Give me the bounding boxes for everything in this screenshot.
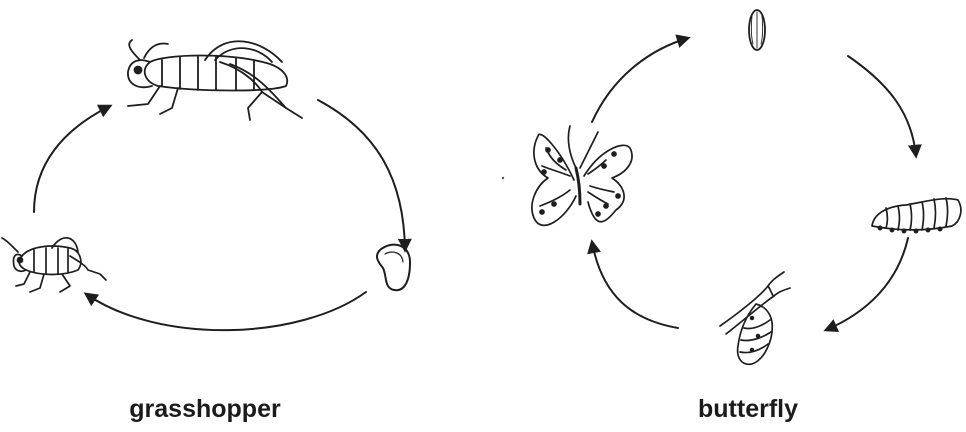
caterpillar-icon [872, 198, 961, 233]
cycle-arrow [34, 106, 110, 212]
egg-icon [749, 10, 765, 50]
cycle-arrow [592, 38, 688, 122]
speck [502, 177, 504, 179]
butterfly-caption: butterfly [680, 394, 816, 424]
cycle-arrow [592, 242, 678, 328]
cycle-arrow [848, 56, 916, 156]
butterfly-cycle [502, 10, 961, 364]
grasshopper-cycle [2, 40, 410, 330]
adult-grasshopper-icon [128, 40, 302, 120]
cycle-arrow [826, 238, 908, 330]
pupa-icon [720, 272, 790, 364]
nymph-icon [2, 238, 106, 292]
cycle-arrow [318, 100, 405, 250]
grasshopper-caption: grasshopper [110, 394, 300, 424]
butterfly-icon [532, 126, 632, 225]
egg-icon [377, 245, 410, 291]
cycle-arrow [86, 292, 366, 330]
